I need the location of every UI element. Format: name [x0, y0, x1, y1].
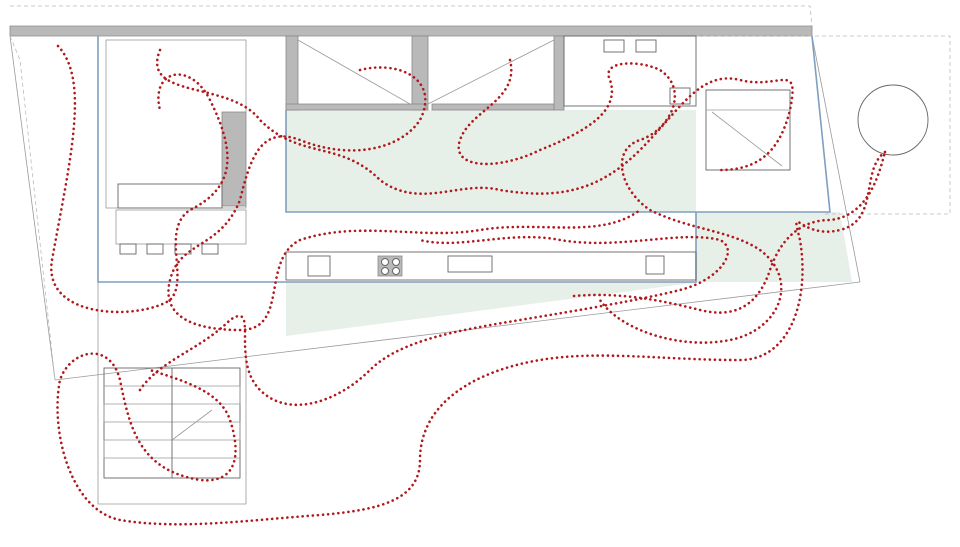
trail-path: [156, 48, 794, 196]
south-edge-line: [54, 281, 861, 381]
west-glazing: [97, 36, 697, 283]
lower-terrace-zone: [286, 282, 700, 336]
left-site-edge: [9, 35, 56, 381]
shaded-zones: [286, 110, 852, 336]
trail-path: [50, 44, 229, 314]
courtyard-glazing: [285, 110, 696, 213]
interior-walls: [105, 35, 791, 255]
bathroom-block: [563, 35, 697, 107]
trail-path: [56, 150, 887, 526]
trail-path: [138, 235, 730, 407]
wall-segment: [221, 111, 247, 207]
top-boundary-wall: [9, 25, 813, 37]
stair-outline: [97, 282, 247, 505]
building-outline: [97, 35, 831, 283]
trail-path: [167, 66, 642, 332]
corner-fixture: [645, 255, 665, 275]
dining-table: [115, 209, 247, 245]
basin: [635, 39, 657, 53]
wall-segment: [553, 35, 565, 111]
shower-tray: [669, 87, 691, 105]
sink-left: [307, 255, 331, 277]
hob-burner: [392, 258, 400, 266]
kitchen-counter: [285, 251, 697, 281]
left-dashed-edge: [9, 35, 56, 381]
chairs: [119, 243, 219, 255]
double-sink: [447, 255, 493, 273]
hob-burner: [392, 267, 400, 275]
site-linework: [9, 5, 951, 381]
sofa: [117, 183, 223, 209]
hob-burner: [381, 267, 389, 275]
wall-segment: [285, 103, 427, 111]
counter-top: [285, 251, 697, 281]
terrace-zone: [696, 212, 852, 282]
bed-diagonal: [711, 111, 783, 167]
wall-segment: [431, 103, 555, 111]
east-angled-edge: [811, 35, 861, 283]
hob-burner: [381, 258, 389, 266]
trail-path: [572, 150, 887, 314]
stair-void-diagonal: [297, 39, 411, 105]
stair-void-diagonal: [427, 39, 555, 105]
stair-diagonal: [171, 409, 213, 441]
bed: [705, 89, 791, 171]
top-dashed-boundary: [10, 5, 813, 27]
movement-trails: [50, 44, 887, 526]
basin: [603, 39, 625, 53]
wall-segment: [285, 35, 299, 111]
east-dashed-boundary: [696, 35, 951, 215]
round-pool-outline: [857, 84, 929, 156]
trail-path: [457, 58, 783, 344]
stair-block: [97, 282, 247, 505]
east-glazing: [696, 35, 831, 213]
